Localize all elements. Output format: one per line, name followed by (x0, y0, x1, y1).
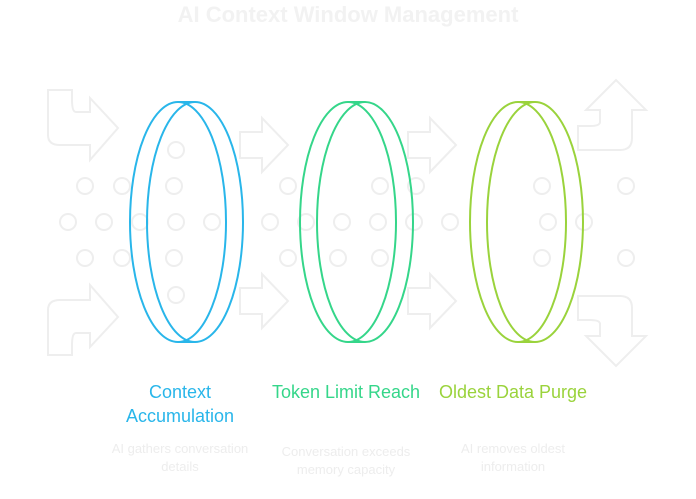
stage-description-1: AI gathers conversation details (111, 441, 249, 474)
dot-grid-icon (441, 177, 635, 267)
curved-arrow-right-icon (47, 89, 120, 163)
decor-group (47, 78, 649, 368)
stage-description-2: Conversation exceeds memory capacity (281, 444, 411, 477)
dot-grid-icon (261, 177, 425, 267)
arrow-right-icon (407, 115, 458, 175)
page-title: AI Context Window Management (177, 2, 519, 27)
curved-arrow-up-icon (577, 78, 649, 151)
curved-arrow-down-icon (577, 295, 649, 368)
arrow-right-icon (407, 271, 458, 331)
stage-label-3: Oldest Data Purge (438, 382, 588, 402)
stage-label-2: Token Limit Reach (271, 382, 421, 402)
stage-description-3: AI removes oldest information (460, 441, 566, 474)
arrow-right-icon (239, 115, 290, 175)
ring-icon (129, 101, 244, 343)
ring-icon (299, 101, 414, 343)
ring-icon (469, 101, 584, 343)
stage-label-1: Context Accumulation (125, 382, 235, 426)
arrow-right-icon (239, 271, 290, 331)
dot-grid-icon (59, 141, 221, 304)
curved-arrow-right-icon (47, 282, 120, 356)
